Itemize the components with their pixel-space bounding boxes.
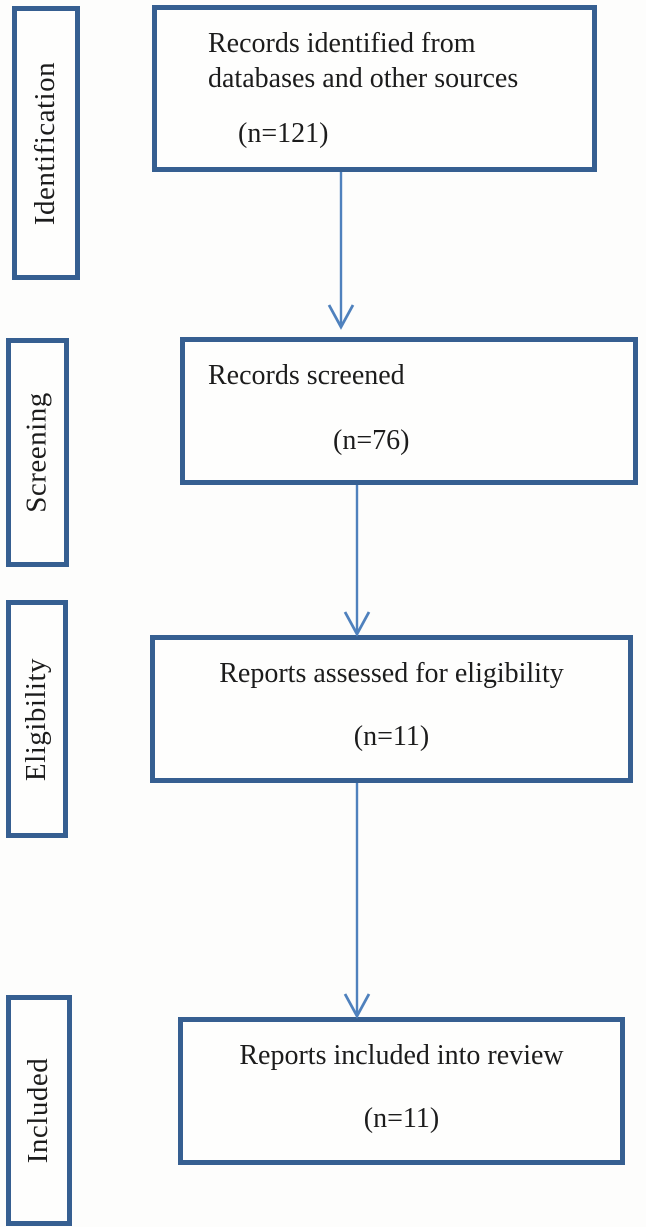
stage-box-screening: Screening <box>6 338 69 567</box>
flow-box-reports-assessed: Reports assessed for eligibility (n=11) <box>150 635 633 783</box>
flow-box-count: (n=121) <box>238 118 329 149</box>
flow-box-title: Reports included into review <box>239 1040 564 1071</box>
stage-label-identification: Identification <box>29 61 62 225</box>
stage-label-included: Included <box>22 1057 55 1164</box>
flow-box-count: (n=76) <box>333 425 410 456</box>
down-arrow-icon <box>327 172 355 330</box>
stage-box-included: Included <box>6 995 72 1226</box>
stage-box-identification: Identification <box>12 6 80 280</box>
down-arrow-icon <box>343 783 371 1019</box>
flow-box-count: (n=11) <box>363 1103 440 1134</box>
stage-box-eligibility: Eligibility <box>6 600 68 838</box>
flow-box-title: Records identified from databases and ot… <box>208 28 519 94</box>
flow-box-title: Records screened <box>208 360 405 391</box>
flow-box-count: (n=11) <box>353 721 430 752</box>
stage-label-screening: Screening <box>21 392 53 513</box>
down-arrow-icon <box>343 485 371 637</box>
flow-box-records-screened: Records screened (n=76) <box>180 337 638 485</box>
flow-box-reports-included: Reports included into review (n=11) <box>178 1017 625 1165</box>
flow-box-title: Reports assessed for eligibility <box>219 658 564 689</box>
stage-label-eligibility: Eligibility <box>20 657 53 781</box>
flow-box-records-identified: Records identified from databases and ot… <box>152 5 597 172</box>
